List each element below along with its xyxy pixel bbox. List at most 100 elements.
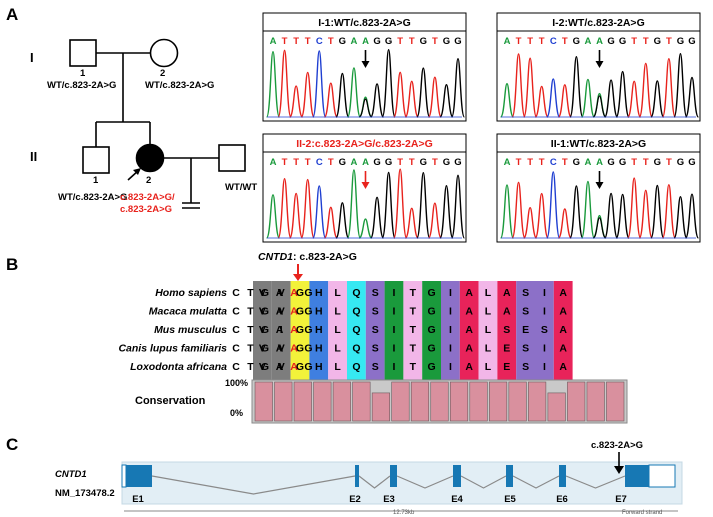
amino-acid: G (428, 343, 436, 355)
chromatogram-peak (580, 78, 595, 118)
chromatogram-base: T (643, 157, 649, 168)
species-name: Canis lupus familiaris (118, 343, 227, 355)
conservation-bar (586, 381, 605, 422)
nucleotide: T (247, 324, 254, 336)
nucleotide: C (232, 343, 240, 355)
amino-acid: L (334, 306, 341, 318)
amino-acid: A (559, 324, 567, 336)
chromatogram-base: G (443, 36, 450, 47)
pedigree-i2-female (149, 38, 179, 68)
gene-track-bg (121, 461, 683, 505)
alignment-column (403, 281, 423, 380)
nucleotide: T (247, 361, 254, 373)
intron-line (512, 475, 560, 489)
exon-box (355, 465, 359, 487)
alignment-column (365, 281, 385, 380)
chromatogram-trace (265, 49, 466, 118)
generation-label-i: I (30, 50, 34, 65)
chromatogram-peak (661, 58, 676, 118)
amino-acid: S (522, 361, 529, 373)
pedigree-spouse-male (218, 144, 246, 172)
chromatogram-base: A (585, 157, 592, 168)
chromatogram-peak (393, 168, 408, 239)
chromatogram-peak (534, 192, 549, 239)
chromatogram-peak (277, 49, 292, 118)
chromatogram-base: G (619, 157, 626, 168)
chromatogram-base: T (397, 157, 403, 168)
chromatogram-base: T (539, 36, 545, 47)
chromatogram-base: C (550, 157, 557, 168)
chromatogram-base: G (454, 157, 461, 168)
chromatogram-base: G (339, 36, 346, 47)
amino-acid: I (543, 287, 546, 299)
chromatogram-base: G (385, 157, 392, 168)
amino-acid: L (485, 343, 492, 355)
nucleotide: A (290, 324, 298, 336)
gene-model-gene: CNTD1 (55, 469, 87, 480)
chromatogram-base: G (573, 157, 580, 168)
pedigree: I II 1 WT/c.823-2A>G 2 WT/c.823-2A>G 1 W… (30, 38, 257, 215)
amino-acid: G (296, 306, 304, 318)
amino-acid: H (315, 343, 323, 355)
chromatogram-title: I-1:WT/c.823-2A>G (318, 17, 411, 29)
nucleotide: A (276, 324, 284, 336)
chromatogram-base: T (562, 36, 568, 47)
nucleotide: C (232, 287, 240, 299)
exon-box (453, 465, 461, 487)
chromatogram-base: G (688, 36, 695, 47)
amino-acid: E (503, 343, 510, 355)
alignment-column (478, 281, 498, 380)
alignment-column (290, 281, 310, 380)
amino-acid: L (485, 324, 492, 336)
gene-model-variant-arrow-head-icon (614, 466, 624, 474)
chromatogram-base: A (270, 157, 277, 168)
chromatogram-base: C (316, 36, 323, 47)
amino-acid: V (278, 287, 285, 299)
amino-acid: Q (352, 306, 360, 318)
amino-acid: S (372, 324, 379, 336)
species-name: Mus musculus (154, 324, 227, 336)
chromatogram-base: T (305, 36, 311, 47)
amino-acid: E (522, 324, 529, 336)
chromatogram-secondary-peak (592, 95, 607, 118)
chromatogram-peak (346, 169, 361, 239)
chromatogram-base: T (516, 36, 522, 47)
alignment-column (328, 281, 347, 380)
chromatogram-peak (381, 171, 396, 239)
amino-acid: V (259, 287, 266, 299)
gene-model-scale: 12.73kb (393, 510, 415, 516)
conservation-bar (391, 381, 410, 422)
pedigree-i1-male (69, 39, 97, 67)
chromatogram-base: T (527, 36, 533, 47)
amino-acid: I (449, 361, 452, 373)
chromatogram-peak (534, 85, 549, 118)
conservation-bar (449, 381, 469, 422)
amino-acid: A (503, 306, 511, 318)
pedigree-ii2-genotype-line2: c.823-2A>G (120, 204, 172, 215)
chromatogram-base: A (596, 36, 603, 47)
amino-acid: S (372, 287, 379, 299)
amino-acid: H (315, 361, 323, 373)
pedigree-ii1-genotype: WT/c.823-2A>G (58, 192, 127, 203)
amino-acid: Q (352, 361, 360, 373)
chromatogram-base: G (373, 157, 380, 168)
chromatogram-frame (262, 133, 467, 243)
amino-acid: L (334, 324, 341, 336)
conservation-bar (469, 381, 488, 422)
chromatogram-base: T (432, 36, 438, 47)
conservation-bar (274, 381, 293, 422)
species-name: Macaca mulatta (149, 306, 227, 318)
amino-acid: I (449, 287, 452, 299)
amino-acid: V (278, 306, 285, 318)
alignment-column (516, 281, 535, 380)
amino-acid: T (410, 306, 417, 318)
conservation-bar (293, 381, 312, 422)
nucleotide: A (290, 343, 298, 355)
chromatogram-base: G (688, 157, 695, 168)
chromatogram-base: A (504, 157, 511, 168)
amino-acid: V (259, 306, 266, 318)
chromatogram-base: A (596, 157, 603, 168)
